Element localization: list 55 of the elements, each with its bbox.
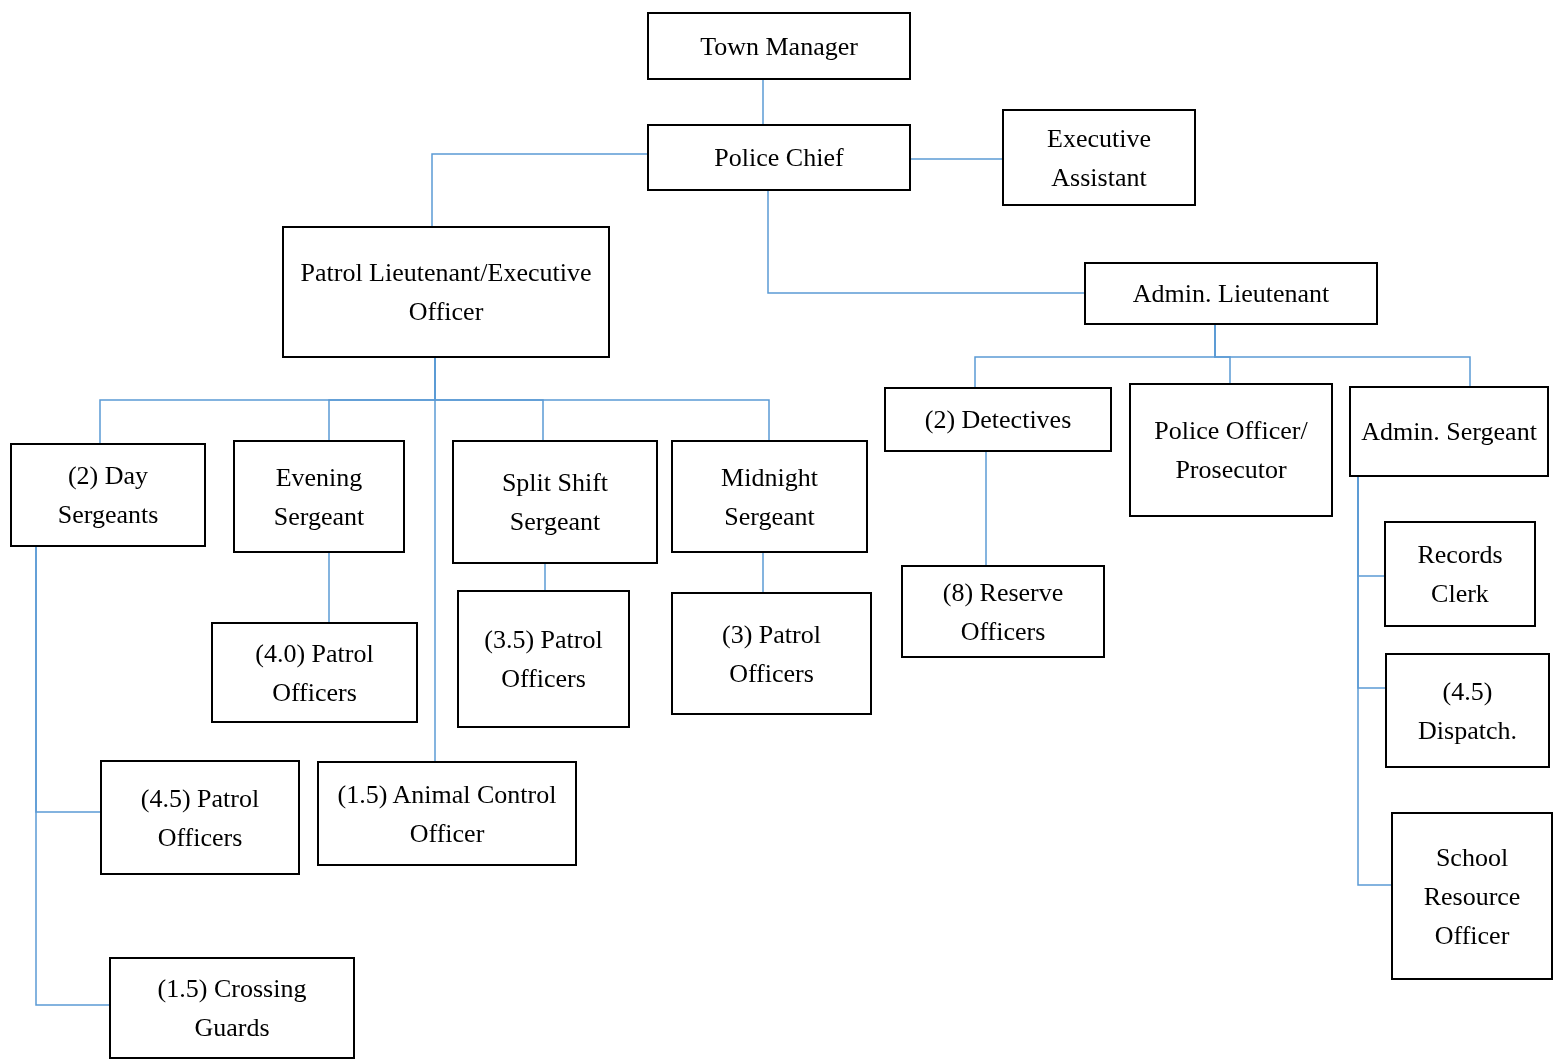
connector-line [1214,324,1471,387]
role-label: (1.5) Animal Control Officer [336,778,558,850]
role-label: Admin. Lieutenant [1132,278,1330,310]
role-label: Police Chief [714,142,844,174]
connector-line [35,546,110,1006]
role-label: (8) Reserve Officers [941,576,1065,648]
role-label: Records Clerk [1416,539,1504,610]
org-box [317,761,577,866]
org-box [211,622,418,723]
connector-line [1357,476,1392,886]
org-box [282,226,610,358]
role-label: (3) Patrol Officers [721,618,822,690]
role-label: (3.5) Patrol Officers [483,624,604,695]
role-label: Patrol Lieutenant/Executive Officer [299,257,593,328]
org-box [1384,521,1536,627]
role-label: Evening Sergeant [272,461,366,533]
org-box [884,387,1112,452]
org-box [452,440,658,564]
role-label: Executive Assistant [1046,122,1152,194]
connector-line [328,552,330,623]
org-box [1129,383,1333,517]
connector-line [762,79,764,125]
org-box [10,443,206,547]
role-label: School Resource Officer [1422,841,1522,952]
org-box [100,760,300,875]
org-box [233,440,405,553]
connector-line [767,190,1085,294]
role-label: (4.5) Dispatch. [1417,675,1518,747]
role-label: (2) Detectives [924,404,1072,436]
org-box [1349,386,1549,477]
role-label: Split Shift Sergeant [500,467,610,538]
org-box [1084,262,1378,325]
org-box [457,590,630,728]
org-box [109,957,355,1059]
role-label: Town Manager [700,30,858,63]
role-label: Admin. Sergeant [1361,416,1537,448]
role-label: (1.5) Crossing Guards [156,973,308,1044]
role-label: (4.0) Patrol Officers [254,637,375,709]
role-label: Police Officer/ Prosecutor [1153,415,1309,486]
role-label: Midnight Sergeant [720,461,819,533]
connector-line [762,552,764,593]
connector-line [910,158,1003,160]
org-box [1385,653,1550,768]
org-box [671,440,868,553]
connector-line [431,153,648,227]
org-box [647,12,911,80]
role-label: (4.5) Patrol Officers [139,782,261,854]
org-box [647,124,911,191]
connector-line [985,451,987,566]
org-box [901,565,1105,658]
org-box [1391,812,1553,980]
org-box [671,592,872,715]
role-label: (2) Day Sergeants [56,460,160,531]
org-box [1002,109,1196,206]
connector-line [544,563,546,591]
